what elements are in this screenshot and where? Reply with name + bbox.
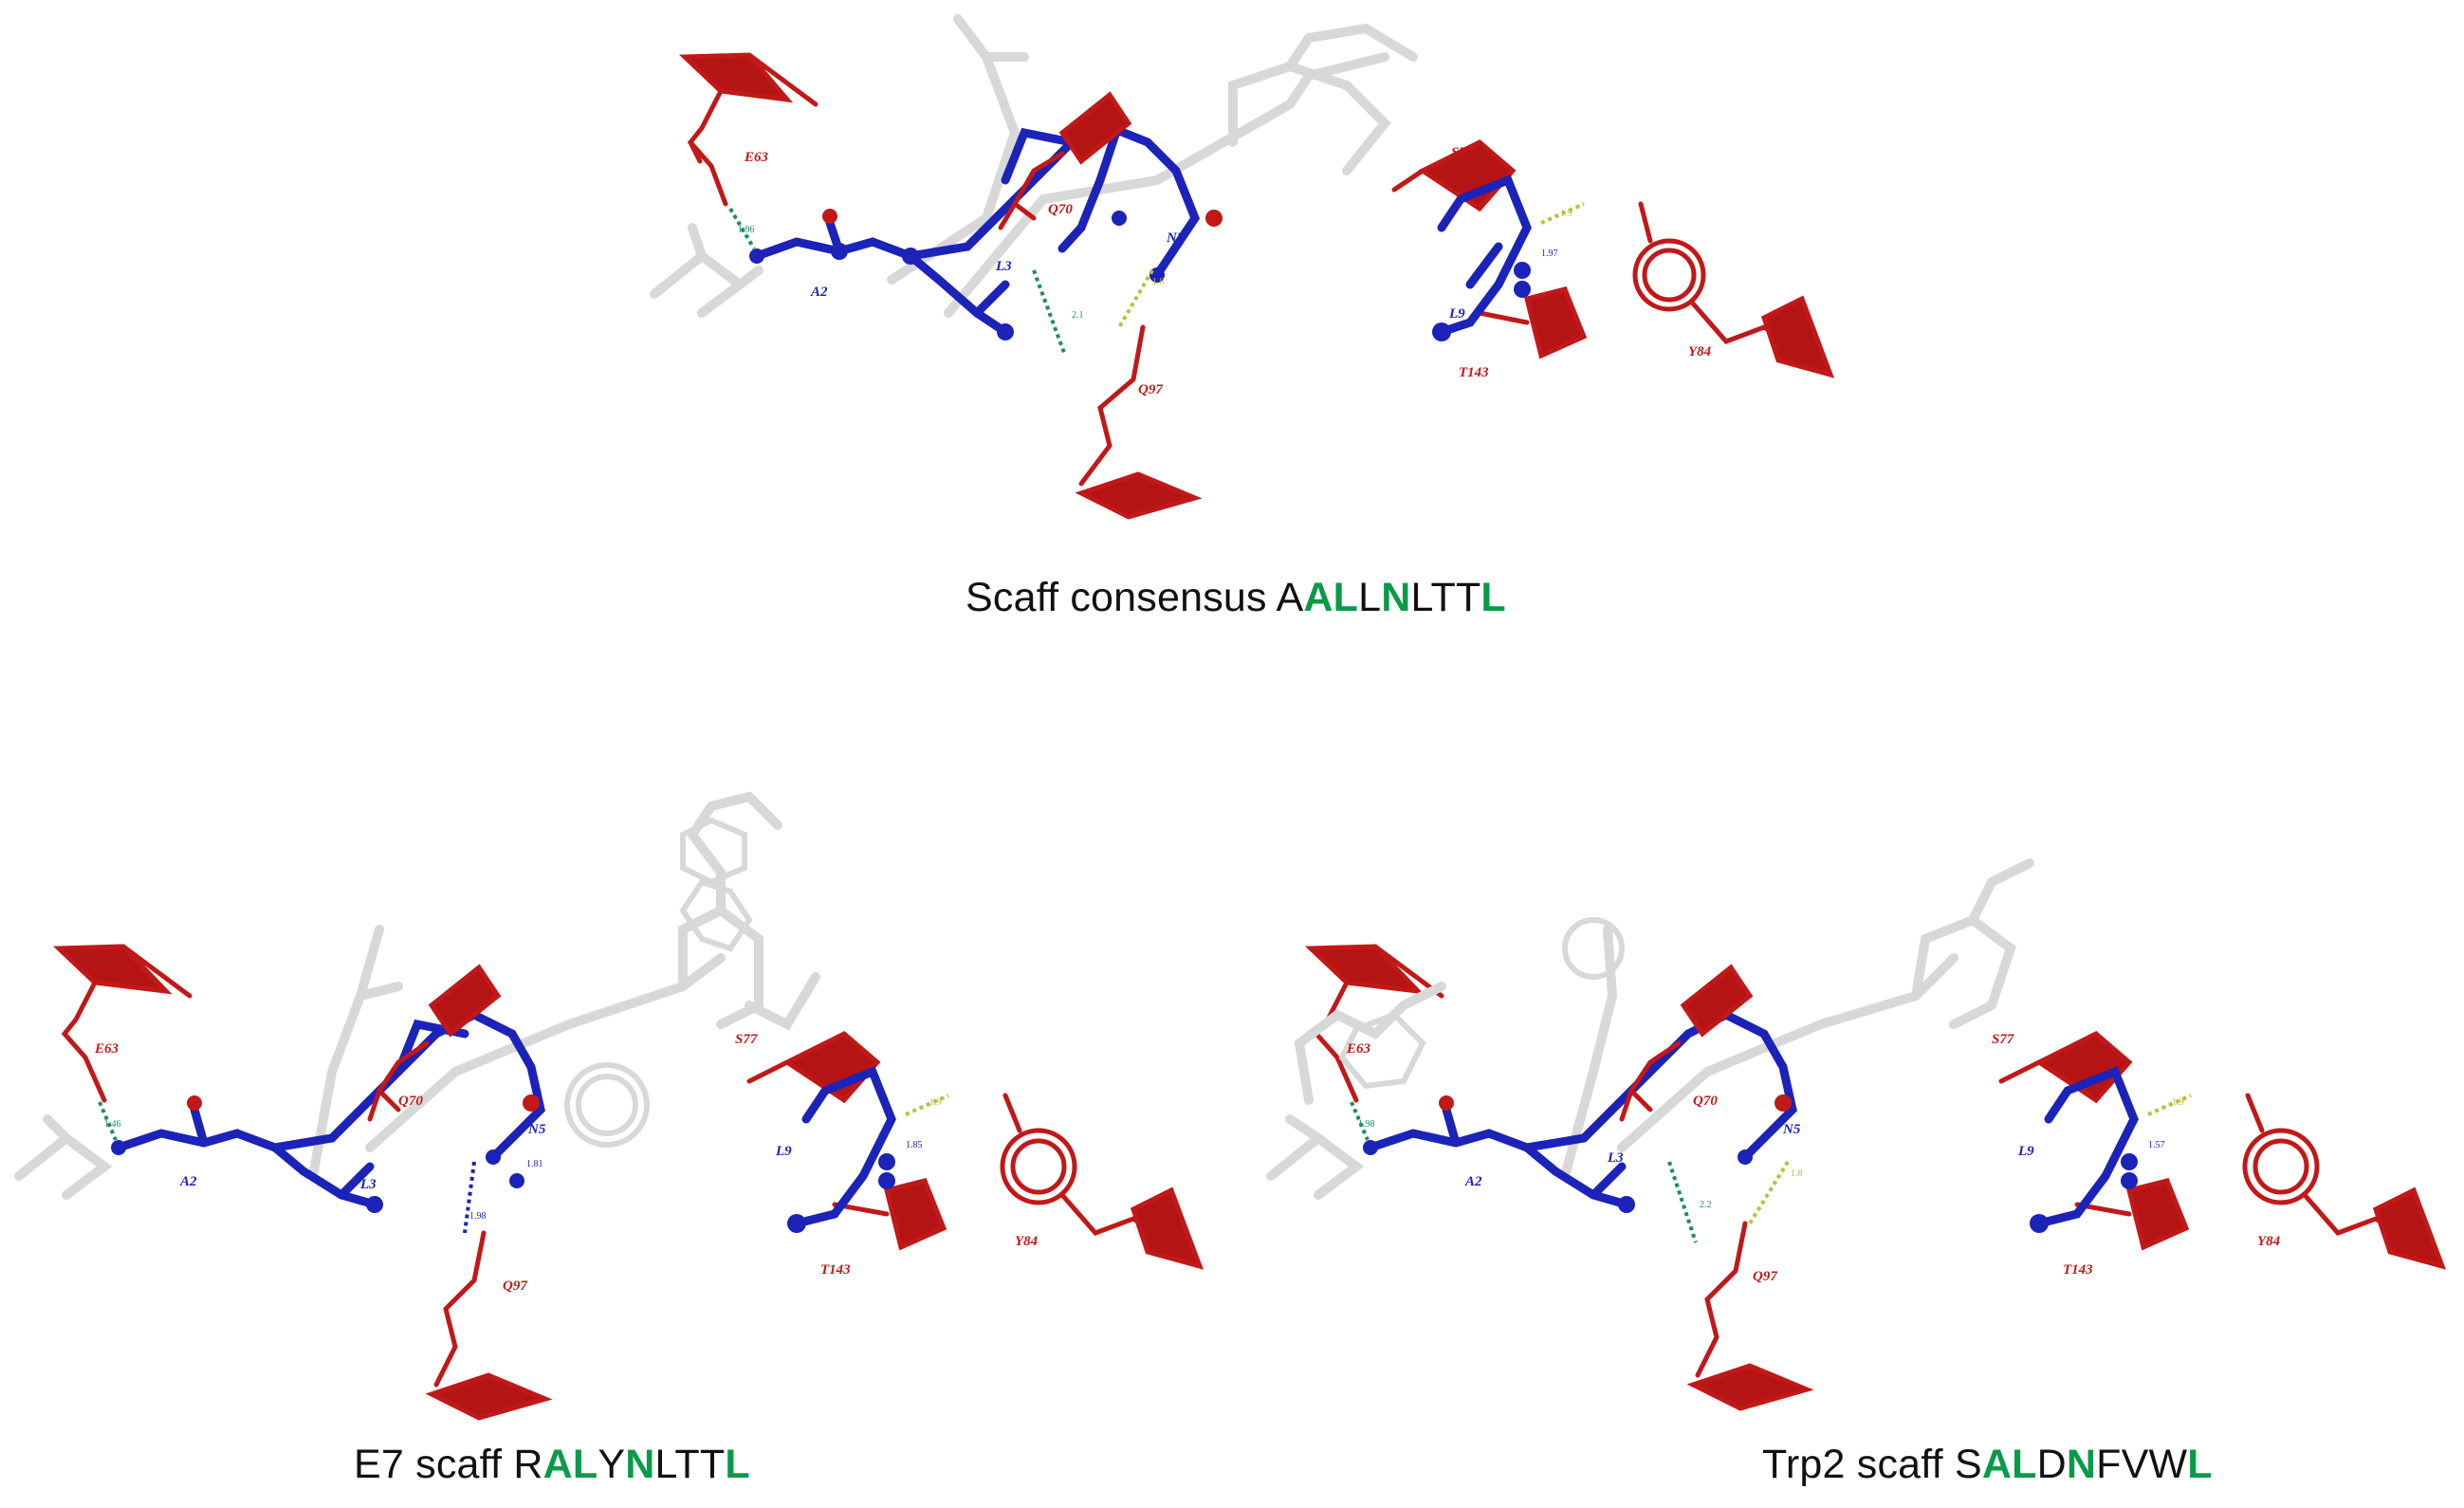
sequence: AALLNLTTL xyxy=(1277,575,1506,620)
residue-label-q70: Q70 xyxy=(1048,202,1073,217)
residue-letter: W xyxy=(2148,1442,2188,1487)
distance-label: 1.8 xyxy=(1152,277,1165,287)
residue-label-n5: N5 xyxy=(1166,230,1185,246)
residue-label-q97: Q97 xyxy=(1753,1269,1777,1284)
distance-label: 2.1 xyxy=(1072,310,1084,321)
residue-label-q97: Q97 xyxy=(1138,382,1163,397)
residue-letter: L xyxy=(572,1442,598,1487)
molecular-structure: 1.96 2.1 1.8 1.97 1.9 E63 A2 L3 Q70 N5 Q… xyxy=(650,14,1835,520)
molecular-structure: 1.46 1.98 1.81 1.85 1.9 E63 A2 L3 Q70 N5… xyxy=(14,791,1204,1421)
distance-label: 1.98 xyxy=(1358,1119,1375,1130)
residue-letter: A xyxy=(1276,575,1304,620)
distance-label: 1.9 xyxy=(1560,209,1572,219)
residue-letter: L xyxy=(2187,1442,2213,1487)
residue-letter: T xyxy=(1455,575,1481,620)
structure-panel-e7: 1.46 1.98 1.81 1.85 1.9 E63 A2 L3 Q70 N5… xyxy=(14,791,1204,1421)
distance-label: 1.81 xyxy=(526,1159,543,1169)
sequence: SALDNFVWL xyxy=(1955,1442,2213,1487)
residue-letter: L xyxy=(654,1442,675,1487)
residue-label-s77: S77 xyxy=(735,1032,758,1047)
residue-label-s77: S77 xyxy=(1451,145,1474,160)
distance-label: 1.96 xyxy=(738,225,755,235)
residue-letter: L xyxy=(2012,1442,2037,1487)
residue-label-y84: Y84 xyxy=(1688,344,1712,359)
residue-letter: T xyxy=(674,1442,700,1487)
residue-letter: D xyxy=(2036,1442,2067,1487)
residue-label-l3: L3 xyxy=(995,259,1012,274)
residue-label-y84: Y84 xyxy=(1015,1234,1039,1249)
residue-letter: A xyxy=(1303,575,1333,620)
distance-label: 1.85 xyxy=(906,1140,923,1150)
caption-trp2: Trp2 scaff SALDNFVWL xyxy=(1762,1442,2213,1488)
caption-e7: E7 scaff RALYNLTTL xyxy=(354,1442,750,1488)
caption-consensus: Scaff consensus AALLNLTTL xyxy=(965,575,1506,621)
residue-label-s77: S77 xyxy=(1992,1032,2014,1047)
residue-label-e63: E63 xyxy=(94,1041,120,1057)
residue-letter: L xyxy=(1410,575,1431,620)
residue-label-n5: N5 xyxy=(1782,1122,1801,1137)
sequence: RALYNLTTL xyxy=(513,1442,750,1487)
residue-letter: N xyxy=(1381,575,1411,620)
residue-label-t143: T143 xyxy=(1459,365,1489,380)
residue-letter: L xyxy=(1480,575,1506,620)
residue-label-l9: L9 xyxy=(2017,1144,2034,1159)
molecular-structure: 1.98 2.2 1.8 1.57 1.9 E63 A2 L3 Q70 N5 Q… xyxy=(1266,858,2447,1411)
distance-label: 1.9 xyxy=(2172,1097,2184,1108)
residue-letter: A xyxy=(542,1442,573,1487)
residue-label-l9: L9 xyxy=(1448,306,1465,322)
residue-letter: V xyxy=(2121,1442,2149,1487)
residue-letter: L xyxy=(725,1442,750,1487)
residue-label-t143: T143 xyxy=(2063,1262,2093,1278)
residue-label-l3: L3 xyxy=(1607,1150,1624,1166)
caption-prefix: Scaff consensus xyxy=(965,575,1277,620)
distance-label: 1.8 xyxy=(1791,1168,1803,1179)
distance-label: 1.57 xyxy=(2148,1140,2165,1150)
residue-label-n5: N5 xyxy=(527,1122,546,1137)
residue-letter: L xyxy=(1333,575,1359,620)
caption-prefix: Trp2 scaff xyxy=(1762,1442,1955,1487)
residue-label-q97: Q97 xyxy=(503,1278,527,1294)
distance-label: 1.98 xyxy=(469,1211,487,1222)
residue-letter: N xyxy=(2066,1442,2097,1487)
residue-label-l9: L9 xyxy=(775,1144,792,1159)
residue-label-e63: E63 xyxy=(1346,1041,1371,1057)
residue-label-a2: A2 xyxy=(1464,1174,1482,1189)
residue-label-l3: L3 xyxy=(359,1177,377,1192)
residue-label-a2: A2 xyxy=(179,1174,197,1189)
distance-label: 1.97 xyxy=(1541,248,1558,259)
distance-label: 1.9 xyxy=(929,1097,942,1108)
residue-letter: F xyxy=(2096,1442,2122,1487)
residue-letter: N xyxy=(625,1442,655,1487)
residue-letter: T xyxy=(699,1442,726,1487)
caption-prefix: E7 scaff xyxy=(354,1442,514,1487)
residue-letter: L xyxy=(1358,575,1382,620)
residue-label-e63: E63 xyxy=(744,150,769,165)
structure-panel-trp2: 1.98 2.2 1.8 1.57 1.9 E63 A2 L3 Q70 N5 Q… xyxy=(1266,858,2447,1411)
residue-letter: A xyxy=(1981,1442,2013,1487)
distance-label: 2.2 xyxy=(1700,1200,1712,1210)
residue-label-y84: Y84 xyxy=(2257,1234,2281,1249)
residue-letter: R xyxy=(513,1442,543,1487)
residue-label-q70: Q70 xyxy=(398,1094,423,1109)
residue-label-t143: T143 xyxy=(820,1262,851,1278)
residue-letter: S xyxy=(1954,1442,1982,1487)
residue-label-a2: A2 xyxy=(810,285,828,300)
residue-label-q70: Q70 xyxy=(1693,1094,1718,1109)
residue-letter: Y xyxy=(598,1442,626,1487)
residue-letter: T xyxy=(1430,575,1456,620)
structure-panel-consensus: 1.96 2.1 1.8 1.97 1.9 E63 A2 L3 Q70 N5 Q… xyxy=(650,14,1835,520)
distance-label: 1.46 xyxy=(104,1119,121,1130)
